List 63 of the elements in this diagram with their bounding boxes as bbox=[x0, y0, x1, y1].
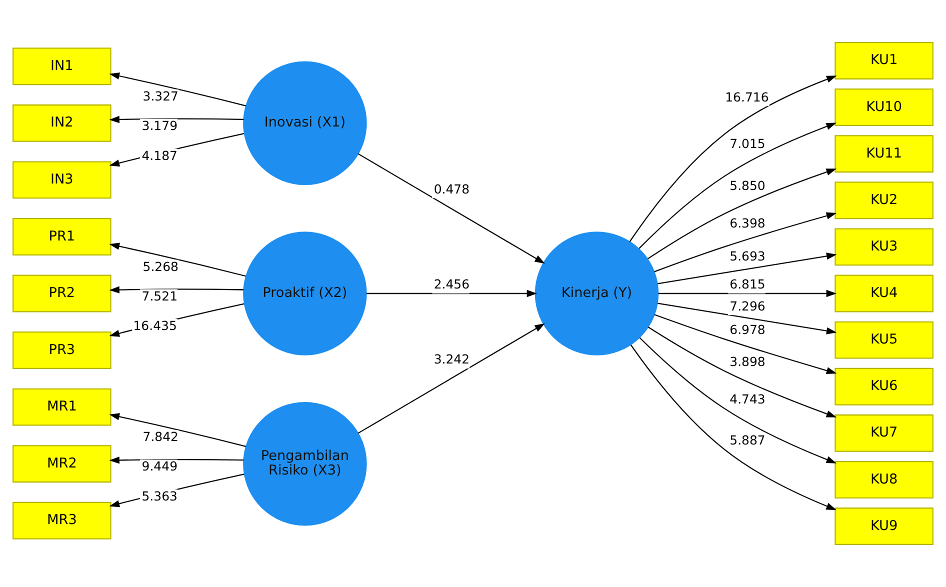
node-box: PR3 bbox=[12, 332, 112, 370]
edge-label: 3.898 bbox=[730, 354, 766, 369]
edge-label: 5.268 bbox=[142, 258, 179, 274]
arrow bbox=[654, 212, 837, 272]
arrow bbox=[358, 323, 545, 434]
node-box: KU6 bbox=[834, 368, 934, 406]
edge-label: 0.478 bbox=[434, 181, 470, 196]
node-box: KU9 bbox=[834, 508, 934, 546]
arrow bbox=[639, 337, 837, 464]
edge-label: 4.743 bbox=[730, 391, 766, 406]
edge-label: 5.363 bbox=[142, 488, 178, 504]
arrow bbox=[366, 290, 538, 298]
node-box: KU3 bbox=[834, 228, 934, 266]
edge-label: 5.850 bbox=[730, 178, 766, 193]
arrow bbox=[630, 344, 837, 510]
node-box: KU5 bbox=[834, 321, 934, 359]
arrow bbox=[658, 290, 837, 298]
node-circle: Pengambilan Risiko (X3) bbox=[243, 402, 367, 526]
edge-label: 7.296 bbox=[730, 298, 766, 314]
arrow bbox=[109, 286, 244, 294]
edge-label: 7.015 bbox=[730, 136, 766, 151]
edge-label: 3.327 bbox=[142, 88, 179, 104]
edge-label: 9.449 bbox=[142, 458, 178, 474]
node-box: KU2 bbox=[834, 182, 934, 220]
arrow bbox=[648, 326, 837, 418]
edge-label: 7.521 bbox=[142, 288, 178, 304]
edge-label: 7.842 bbox=[142, 429, 179, 444]
node-box: MR1 bbox=[12, 388, 112, 426]
edge-label: 3.179 bbox=[142, 118, 178, 134]
node-box: PR1 bbox=[12, 218, 112, 256]
edge-label: 6.978 bbox=[730, 322, 766, 338]
arrow bbox=[658, 302, 837, 334]
arrow bbox=[109, 116, 244, 124]
node-box: KU7 bbox=[834, 414, 934, 452]
node-box: KU8 bbox=[834, 461, 934, 498]
arrow bbox=[358, 153, 545, 264]
edge-label: 6.815 bbox=[730, 276, 766, 292]
edge-label: 5.887 bbox=[730, 432, 766, 448]
edge-label: 16.435 bbox=[133, 318, 177, 334]
edge-label: 3.242 bbox=[434, 352, 470, 367]
edge-label: 2.456 bbox=[434, 276, 470, 292]
node-box: PR2 bbox=[12, 274, 112, 312]
node-box: IN2 bbox=[12, 104, 112, 142]
node-circle: Inovasi (X1) bbox=[243, 61, 367, 186]
arrow bbox=[654, 314, 837, 374]
node-box: KU11 bbox=[834, 135, 934, 173]
node-box: KU1 bbox=[834, 42, 934, 80]
edge-label: 5.693 bbox=[730, 248, 766, 264]
arrow bbox=[638, 122, 836, 249]
node-circle: Proaktif (X2) bbox=[243, 232, 367, 356]
arrow bbox=[647, 168, 837, 260]
node-box: KU10 bbox=[834, 88, 934, 126]
node-box: IN1 bbox=[12, 48, 112, 86]
node-box: MR2 bbox=[12, 445, 112, 483]
node-box: IN3 bbox=[12, 161, 112, 199]
node-box: KU4 bbox=[834, 274, 934, 312]
edge-label: 4.187 bbox=[142, 148, 178, 163]
arrow bbox=[629, 76, 837, 242]
edge-label: 6.398 bbox=[730, 215, 766, 230]
arrow bbox=[109, 456, 244, 464]
node-box: MR3 bbox=[12, 502, 112, 540]
arrow bbox=[658, 252, 837, 284]
edge-label: 16.716 bbox=[725, 89, 769, 104]
